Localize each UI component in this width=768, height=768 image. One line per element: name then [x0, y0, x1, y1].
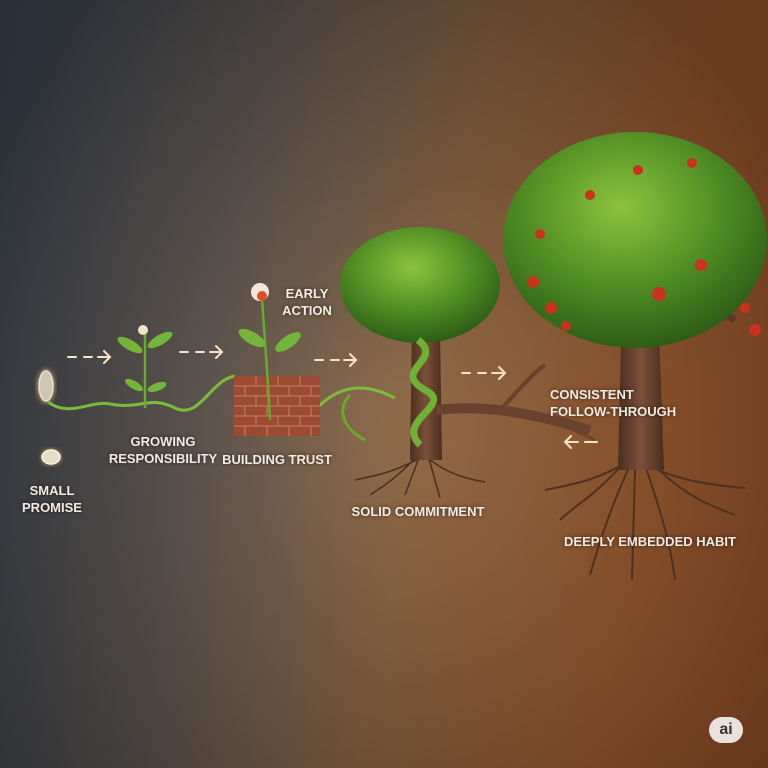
arrow-right-icon [67, 350, 112, 364]
label-line: SMALL [29, 483, 75, 498]
label-line: FOLLOW-THROUGH [550, 404, 677, 419]
flower-icon [238, 283, 301, 421]
seed-icon [37, 369, 55, 403]
label-line: ACTION [282, 303, 332, 318]
sprout-icon [117, 325, 173, 408]
label-line: DEEPLY EMBEDDED HABIT [564, 534, 736, 549]
label-line: SOLID COMMITMENT [351, 504, 485, 519]
medium-tree [340, 227, 596, 499]
label-line: EARLY [285, 286, 329, 301]
label-line: GROWING [130, 434, 196, 449]
small-seed-icon [41, 449, 61, 465]
arrow-right-icon [179, 345, 224, 359]
label-line: PROMISE [22, 500, 82, 515]
label-line: CONSISTENT [550, 387, 634, 402]
big-tree [503, 132, 767, 581]
label-deeply-embedded-habit: DEEPLY EMBEDDED HABIT [564, 533, 736, 550]
arrow-right-icon [314, 353, 358, 367]
label-small-promise: SMALL PROMISE [22, 482, 82, 516]
label-growing-responsibility: GROWING RESPONSIBILITY [109, 433, 217, 467]
brick-wall [234, 376, 320, 436]
label-solid-commitment: SOLID COMMITMENT [352, 503, 485, 520]
label-line: BUILDING TRUST [222, 452, 332, 467]
arrow-right-icon [461, 366, 507, 380]
arrow-left-icon [563, 435, 598, 449]
label-consistent-follow-through: CONSISTENT FOLLOW-THROUGH [550, 386, 676, 420]
label-building-trust: BUILDING TRUST [222, 451, 332, 468]
label-line: RESPONSIBILITY [108, 451, 218, 466]
ai-badge: ai [709, 717, 743, 743]
label-early-action: EARLY ACTION [282, 285, 332, 319]
fruit-icons [527, 158, 761, 336]
